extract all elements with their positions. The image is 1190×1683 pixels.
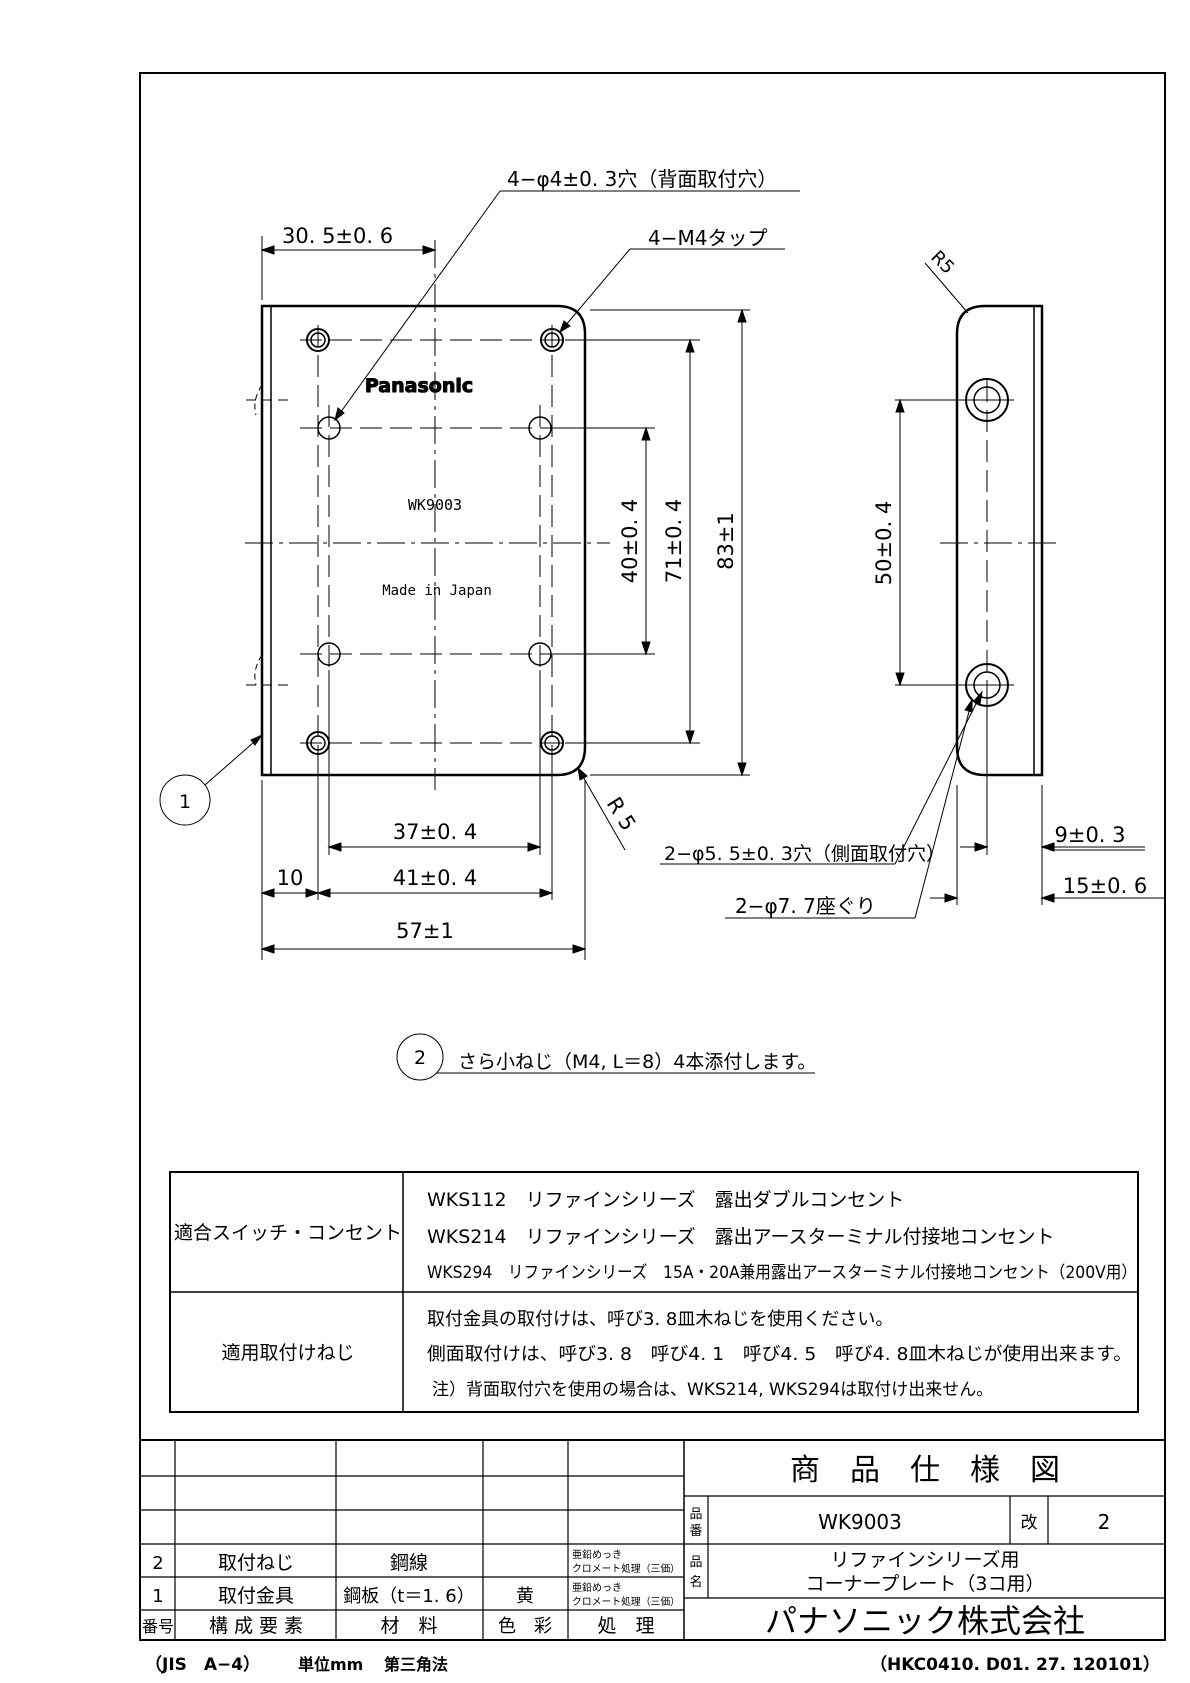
part1-material: 鋼板（t＝1. 6） (343, 1586, 474, 1607)
header-material: 材 料 (380, 1615, 437, 1637)
dim-10-text: 10 (277, 866, 304, 890)
counterbore-callout (725, 698, 973, 919)
radius-front (577, 766, 626, 851)
dim-15-text: 15±0. 6 (1063, 874, 1147, 898)
side-hole-callout (660, 690, 983, 865)
hinban-label-2: 番 (689, 1524, 702, 1539)
footer-standard: （JIS A−4） (145, 1654, 260, 1675)
hinban-value: WK9003 (818, 1510, 902, 1534)
hinmei-line1: リファインシリーズ用 (830, 1549, 1019, 1571)
spec-row2-line1: 取付金具の取付けは、呼び3. 8皿木ねじを使用ください。 (427, 1309, 893, 1330)
radius-front-text: R 5 (602, 793, 641, 835)
header-color: 色 彩 (498, 1616, 552, 1637)
kai-value: 2 (1098, 1510, 1111, 1534)
dim-30-5 (260, 236, 437, 300)
panasonic-logo: Panasonic (365, 375, 473, 397)
spec-row1-line3: WKS294 リファインシリーズ 15A・20A兼用露出アースターミナル付接地コ… (427, 1263, 1137, 1283)
spec-row2-line2: 側面取付けは、呼び3. 8 呼び4. 1 呼び4. 5 呼び4. 8皿木ねじが使… (427, 1344, 1132, 1365)
plate-model-text: WK9003 (408, 496, 462, 514)
counterbore-callout-text: 2−φ7. 7座ぐり (735, 894, 876, 918)
balloon-2 (396, 1033, 815, 1081)
front-view (245, 240, 610, 805)
dim-41-text: 41±0. 4 (393, 866, 477, 890)
spec-row2-label: 適用取付けねじ (221, 1342, 354, 1364)
hinmei-label-2: 名 (689, 1574, 702, 1590)
part2-finish2: クロメート処理（三価） (572, 1562, 680, 1575)
footer-projection: 第三角法 (384, 1655, 448, 1674)
balloon-1-text: 1 (179, 791, 191, 813)
spec-row1-line2: WKS214 リファインシリーズ 露出アースターミナル付接地コンセント (427, 1226, 1055, 1248)
dim-83-text: 83±1 (714, 512, 738, 570)
part2-finish1: 亜鉛めっき (572, 1548, 622, 1561)
part2-name: 取付ねじ (218, 1552, 294, 1574)
note-2-text: さら小ねじ（M4, L＝8）4本添付します。 (458, 1051, 816, 1073)
header-name: 構 成 要 素 (209, 1615, 303, 1637)
hole-callout-back (334, 190, 800, 422)
part1-finish1: 亜鉛めっき (572, 1581, 622, 1594)
header-finish: 処 理 (597, 1615, 654, 1637)
footer-unit: 単位mm (298, 1655, 363, 1674)
kai-label: 改 (1021, 1513, 1038, 1533)
dim-71-text: 71±0. 4 (662, 499, 686, 583)
dim-40-text: 40±0. 4 (618, 499, 642, 583)
spec-row1-line1: WKS112 リファインシリーズ 露出ダブルコンセント (427, 1188, 904, 1211)
dim-37-text: 37±0. 4 (393, 820, 477, 844)
title-block-grid (140, 1439, 1165, 1640)
side-view (940, 304, 1060, 777)
part2-no: 2 (152, 1553, 163, 1574)
horizontal-dims-front (260, 670, 587, 960)
dim-50-text: 50±0. 4 (872, 501, 896, 585)
part1-no: 1 (152, 1586, 163, 1607)
dim-30-5-text: 30. 5±0. 6 (282, 224, 393, 248)
radius-side (924, 262, 969, 314)
dim-9-text: 9±0. 3 (1054, 823, 1125, 847)
company-name: パナソニック株式会社 (765, 1602, 1085, 1640)
balloon-1 (159, 733, 264, 826)
hinmei-line2: コーナープレート（3コ用） (806, 1573, 1045, 1595)
footer-code: （HKC0410. D01. 27. 120101） (870, 1654, 1160, 1675)
sheet-border (139, 72, 1166, 1641)
part1-name: 取付金具 (218, 1585, 294, 1607)
dim-50 (895, 398, 965, 687)
part2-material: 鋼線 (390, 1552, 428, 1574)
plate-origin-text: Made in Japan (382, 583, 492, 599)
spec-row2-line3: 注）背面取付穴を使用の場合は、WKS214, WKS294は取付け出来せん。 (432, 1379, 993, 1400)
tap-callout-text: 4−M4タップ (648, 226, 767, 250)
side-horizontal-dims (930, 700, 1165, 905)
hinmei-label-1: 品 (689, 1555, 702, 1570)
balloon-2-text: 2 (414, 1047, 426, 1069)
radius-side-text: R5 (926, 247, 958, 279)
tap-callout (559, 248, 785, 334)
spec-table (169, 1171, 1139, 1413)
header-no: 番号 (142, 1617, 174, 1636)
drawing-title: 商 品 仕 様 図 (790, 1453, 1060, 1488)
vertical-dims-front (555, 308, 750, 777)
side-hole-callout-text: 2−φ5. 5±0. 3穴（側面取付穴） (664, 843, 945, 865)
dim-57-text: 57±1 (396, 919, 454, 943)
part1-color: 黄 (516, 1586, 534, 1607)
hinban-label-1: 品 (689, 1507, 702, 1522)
hole-callout-back-text: 4−φ4±0. 3穴（背面取付穴） (507, 167, 777, 191)
part1-finish2: クロメート処理（三価） (572, 1595, 680, 1608)
spec-row1-label: 適合スイッチ・コンセント (174, 1222, 402, 1244)
